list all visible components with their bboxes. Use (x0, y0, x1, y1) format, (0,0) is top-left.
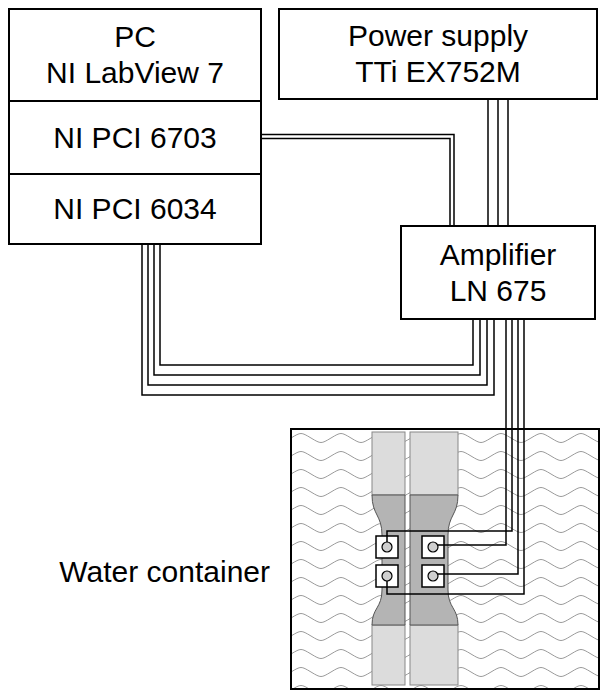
pad (382, 542, 392, 552)
gauge (422, 536, 444, 558)
wire (511, 320, 513, 428)
water (291, 429, 599, 688)
label-block: NI PCI 6034 (10, 175, 260, 243)
grip (372, 625, 405, 685)
pad (382, 571, 392, 581)
specimen (410, 495, 458, 625)
wire (497, 100, 499, 225)
gauge (422, 565, 444, 587)
card-box: NI PCI 6034 (10, 173, 260, 243)
box-subtitle: TTi EX752M (355, 54, 521, 90)
specimen (372, 495, 405, 625)
amplifier-box: AmplifierLN 675 (400, 225, 596, 320)
box-subtitle: NI LabView 7 (46, 55, 224, 91)
label-block: Power supplyTTi EX752M (280, 10, 596, 98)
label-block: Water container (59, 554, 270, 590)
card-box: NI PCI 6703 (10, 100, 260, 173)
wire (387, 429, 524, 594)
wire (438, 429, 518, 574)
computer-box: NI PCI 6703 NI PCI 6034 PCNI LabView 7 (8, 8, 262, 245)
wire (507, 100, 509, 225)
pad (428, 571, 438, 581)
box-title: Power supply (348, 18, 528, 54)
box-subtitle: LN 675 (450, 273, 547, 309)
wire (487, 100, 489, 225)
label-block: AmplifierLN 675 (402, 227, 594, 318)
box-title: NI PCI 6703 (53, 120, 216, 156)
box-title: Amplifier (440, 237, 557, 273)
gauge-wires (387, 429, 524, 594)
grip (372, 432, 405, 495)
label-block: PCNI LabView 7 (10, 10, 260, 100)
label-block: NI PCI 6703 (10, 102, 260, 173)
wire (260, 135, 454, 226)
wire (505, 320, 507, 428)
cable (260, 135, 454, 226)
box-title: Water container (59, 554, 270, 590)
box-title: PC (114, 19, 156, 55)
wire (438, 429, 506, 545)
wire (387, 429, 512, 542)
water-container: Water container (290, 428, 600, 690)
gauge-pads (382, 542, 438, 581)
grip (410, 432, 458, 495)
power-supply-box: Power supplyTTi EX752M (278, 8, 598, 100)
strain-gauges (376, 536, 444, 587)
grip (410, 625, 458, 685)
cable (488, 100, 508, 225)
wire (260, 139, 450, 226)
wire (523, 320, 525, 428)
pad (428, 542, 438, 552)
wire (517, 320, 519, 428)
box-title: NI PCI 6034 (53, 191, 216, 227)
cable (506, 320, 524, 428)
